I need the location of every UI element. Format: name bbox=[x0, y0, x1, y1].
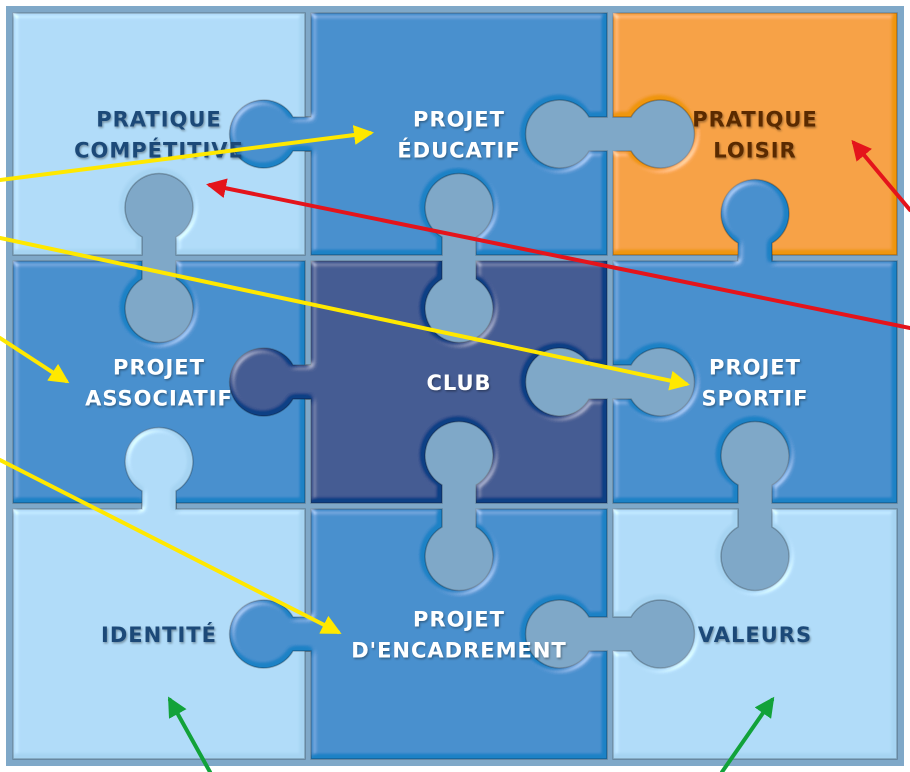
yellow-arrow-to-projet-encadrement bbox=[0, 458, 342, 634]
label-pratique-loisir-line-2: LOISIR bbox=[713, 139, 796, 163]
label-projet-educatif-line-2: ÉDUCATIF bbox=[397, 138, 520, 163]
yellow-arrow-to-projet-associatif bbox=[0, 336, 70, 384]
label-projet-associatif-line-2: ASSOCIATIF bbox=[85, 387, 233, 411]
red-arrow-to-pratique-competitive bbox=[206, 178, 910, 330]
red-arrow-to-pratique-loisir bbox=[851, 139, 910, 212]
label-identite: IDENTITÉ bbox=[101, 622, 217, 647]
label-projet-educatif: PROJET ÉDUCATIF bbox=[397, 108, 520, 163]
yellow-arrow-to-projet-sportif bbox=[0, 236, 690, 391]
label-identite-line-1: IDENTITÉ bbox=[101, 622, 217, 647]
label-projet-encadrement-line-2: D'ENCADREMENT bbox=[351, 639, 567, 663]
label-valeurs-line-1: VALEURS bbox=[698, 623, 812, 647]
puzzle-piece-projet-encadrement bbox=[228, 508, 608, 760]
puzzle-pieces bbox=[12, 12, 898, 760]
label-projet-encadrement: PROJET D'ENCADREMENT bbox=[351, 608, 567, 663]
label-projet-associatif: PROJET ASSOCIATIF bbox=[85, 356, 233, 411]
label-projet-educatif-line-1: PROJET bbox=[413, 108, 505, 132]
label-valeurs: VALEURS bbox=[698, 623, 812, 647]
puzzle-piece-projet-sportif bbox=[612, 178, 898, 504]
puzzle-piece-valeurs bbox=[612, 508, 898, 760]
label-projet-sportif-line-1: PROJET bbox=[709, 356, 801, 380]
label-projet-encadrement-line-1: PROJET bbox=[413, 608, 505, 632]
label-pratique-loisir-line-1: PRATIQUE bbox=[692, 108, 818, 132]
label-projet-associatif-line-1: PROJET bbox=[113, 356, 205, 380]
label-club: CLUB bbox=[426, 371, 491, 395]
label-pratique-competitive-line-1: PRATIQUE bbox=[96, 108, 222, 132]
label-projet-sportif-line-2: SPORTIF bbox=[701, 387, 808, 411]
label-pratique-loisir: PRATIQUE LOISIR bbox=[692, 108, 818, 163]
green-arrow-to-identite bbox=[168, 696, 212, 772]
green-arrow-to-valeurs bbox=[720, 696, 775, 772]
pointer-arrows bbox=[0, 125, 910, 772]
yellow-arrow-to-projet-educatif bbox=[0, 125, 374, 182]
puzzle-piece-projet-educatif bbox=[228, 12, 608, 256]
puzzle-piece-club bbox=[228, 260, 608, 504]
label-club-line-1: CLUB bbox=[426, 371, 491, 395]
label-projet-sportif: PROJET SPORTIF bbox=[701, 356, 808, 411]
